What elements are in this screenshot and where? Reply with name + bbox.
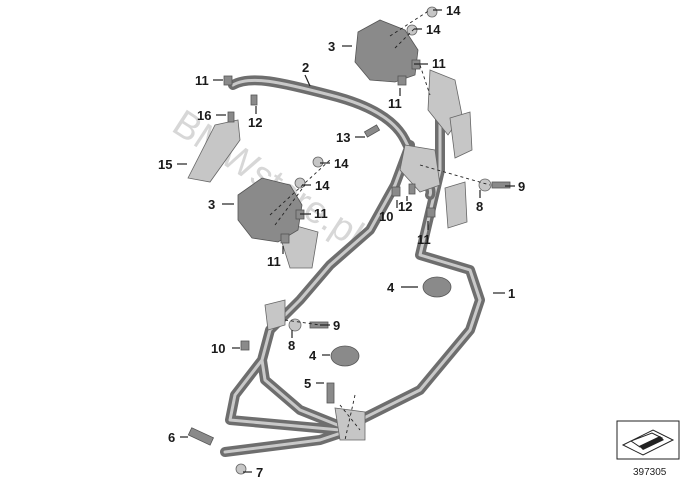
screw-5 xyxy=(326,382,335,404)
label-part-3: 3 xyxy=(208,197,215,212)
clip-11-c xyxy=(397,75,407,86)
label-part-14: 14 xyxy=(426,22,441,37)
label-part-11: 11 xyxy=(432,56,446,71)
right-clamp xyxy=(399,144,441,193)
reference-box: 397305 xyxy=(616,420,680,478)
nut-10-upper xyxy=(391,186,401,197)
washer-8-lower xyxy=(288,318,302,332)
washer-14-c xyxy=(312,156,324,168)
label-part-11: 11 xyxy=(417,232,431,247)
label-part-10: 10 xyxy=(211,341,225,356)
label-part-4: 4 xyxy=(309,348,317,363)
bolt-6 xyxy=(187,427,215,446)
label-part-10: 10 xyxy=(379,209,393,224)
label-part-12: 12 xyxy=(248,115,262,130)
screw-12-b xyxy=(408,183,416,195)
screw-12-a xyxy=(250,94,258,106)
middle-plate xyxy=(237,177,303,243)
clip-11-e xyxy=(280,233,290,244)
label-part-15: 15 xyxy=(158,157,172,172)
clip-11-a xyxy=(223,75,233,86)
washer-8-upper xyxy=(478,178,492,192)
assembly-line-middle xyxy=(269,159,491,226)
label-part-12: 12 xyxy=(398,199,412,214)
label-part-8: 8 xyxy=(476,199,483,214)
right-mid-bracket xyxy=(449,111,473,159)
label-part-3: 3 xyxy=(328,39,335,54)
clip-11-f xyxy=(426,207,436,218)
lower-left-bracket xyxy=(264,299,286,331)
label-part-2: 2 xyxy=(302,60,309,75)
upper-plate xyxy=(354,19,419,83)
washer-14-a xyxy=(426,6,438,18)
label-part-9: 9 xyxy=(518,179,525,194)
label-part-11: 11 xyxy=(314,206,328,221)
label-part-6: 6 xyxy=(168,430,175,445)
label-part-9: 9 xyxy=(333,318,340,333)
right-low-bracket xyxy=(444,181,468,229)
label-part-11: 11 xyxy=(267,254,281,269)
part-labels: 1 2 3 3 4 4 5 6 7 8 8 9 9 10 10 11 11 11… xyxy=(158,3,525,480)
washer-14-d xyxy=(294,177,306,189)
assembly-line-lower xyxy=(284,319,361,441)
leader-lines xyxy=(177,9,515,473)
rubber-mount-lower xyxy=(330,345,360,367)
washer-14-b xyxy=(406,24,418,36)
label-part-11: 11 xyxy=(195,73,209,88)
label-part-14: 14 xyxy=(315,178,330,193)
assembly-line-upper xyxy=(389,9,431,96)
label-part-5: 5 xyxy=(304,376,311,391)
reference-number: 397305 xyxy=(633,467,667,478)
screw-13 xyxy=(363,124,381,138)
label-part-1: 1 xyxy=(508,286,515,301)
bolt-9-upper xyxy=(491,181,511,189)
label-part-8: 8 xyxy=(288,338,295,353)
label-part-16: 16 xyxy=(197,108,211,123)
label-part-11: 11 xyxy=(388,96,402,111)
label-part-7: 7 xyxy=(256,465,263,480)
view-arrow-icon xyxy=(639,436,664,450)
bottom-bracket xyxy=(334,407,366,441)
label-part-14: 14 xyxy=(446,3,461,18)
rubber-mount-upper xyxy=(422,276,452,298)
side-plate xyxy=(187,119,241,183)
label-part-14: 14 xyxy=(334,156,349,171)
label-part-4: 4 xyxy=(387,280,395,295)
nut-10-lower xyxy=(240,340,250,351)
screw-16 xyxy=(227,111,235,123)
label-part-13: 13 xyxy=(336,130,350,145)
